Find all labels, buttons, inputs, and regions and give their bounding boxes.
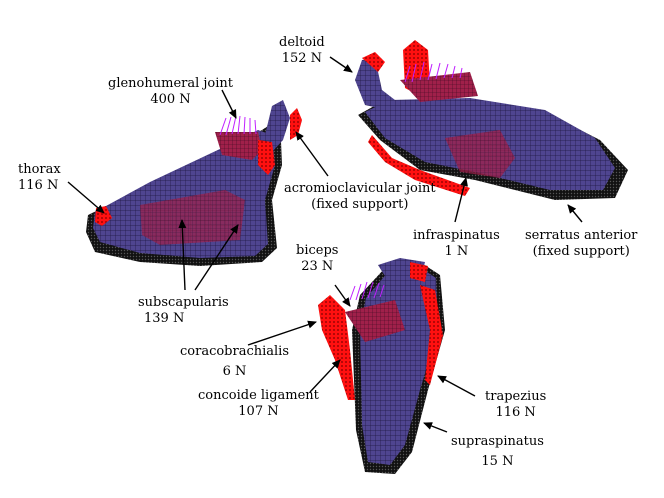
arrow-deltoid — [329, 56, 353, 73]
label-infraspinatus: infraspinatus 1 N — [413, 228, 500, 259]
scapula-top-right-acromion-red — [362, 52, 385, 72]
biceps-force-vectors — [349, 281, 385, 301]
label-biceps: biceps 23 N — [296, 243, 339, 274]
arrow-coracobrachialis — [247, 320, 317, 346]
scapula-top-right-red-border — [368, 135, 470, 196]
arrow-subscapularis-2 — [194, 224, 239, 291]
deltoid-force-vectors — [404, 61, 463, 83]
glenohumeral-force-vectors — [219, 115, 257, 136]
scapula-bottom-coracoid-red — [410, 262, 428, 282]
label-deltoid: deltoid 152 N — [279, 35, 325, 66]
arrow-trapezius — [437, 375, 476, 397]
label-serratus-anterior: serratus anterior (fixed support) — [525, 228, 638, 259]
arrow-acromioclavicular — [295, 131, 329, 177]
scapula-left-red-region — [140, 190, 245, 245]
label-glenohumeral-joint: glenohumeral joint 400 N — [108, 76, 234, 107]
scapula-left-acromion — [265, 100, 290, 152]
label-concoide-ligament: concoide ligament 107 N — [198, 388, 319, 419]
arrow-glenohumeral — [221, 89, 237, 119]
scapula-top-right-view — [355, 40, 628, 200]
arrow-serratus — [567, 204, 583, 223]
scapula-bottom-view — [318, 258, 445, 474]
scapula-left-acromion-red — [290, 108, 302, 140]
scapula-left-glenoid-red — [258, 140, 275, 175]
label-supraspinatus: supraspinatus 15 N — [451, 434, 544, 469]
scapula-left-view — [86, 100, 302, 266]
scapula-bottom-red-right — [420, 285, 443, 385]
scapula-top-right-red-region — [445, 130, 515, 178]
label-acromioclavicular-joint: acromioclavicular joint (fixed support) — [284, 181, 436, 212]
scapula-bottom-glenoid — [345, 300, 405, 342]
scapula-top-right-glenoid — [400, 72, 478, 102]
label-thorax: thorax 116 N — [18, 162, 61, 193]
arrow-supraspinatus — [423, 422, 448, 433]
arrow-thorax — [67, 181, 105, 214]
scapula-left-glenoid — [215, 132, 262, 160]
arrow-subscapularis-1 — [178, 219, 187, 291]
scapula-top-right-acromion — [355, 58, 395, 110]
arrow-biceps — [334, 284, 351, 307]
label-coracobrachialis: coracobrachialis 6 N — [180, 344, 290, 379]
label-trapezius: trapezius 116 N — [485, 389, 547, 420]
arrow-concoide — [309, 359, 341, 393]
annotation-arrows — [67, 56, 583, 433]
label-subscapularis: subscapularis 139 N — [138, 295, 229, 326]
scapula-bottom-red-left — [318, 295, 355, 400]
arrow-infraspinatus — [454, 177, 468, 223]
